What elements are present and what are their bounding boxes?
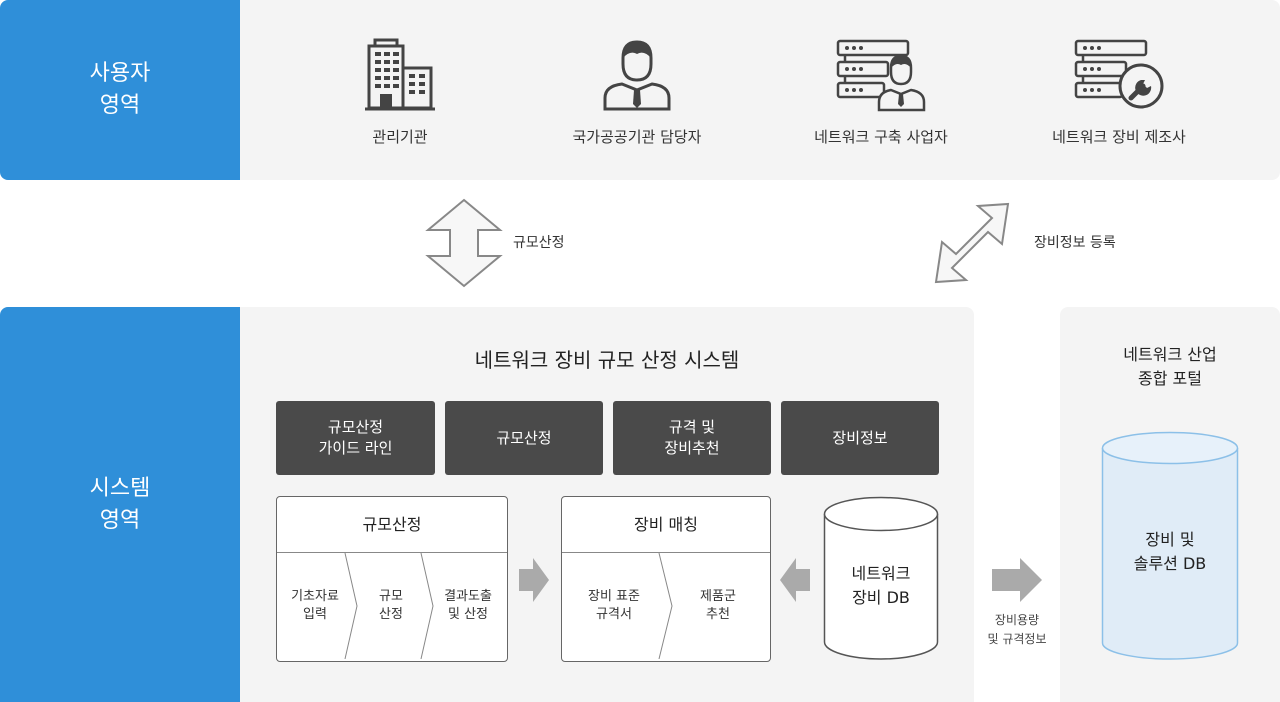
function-sizing-guideline[interactable]: 규모산정 가이드 라인	[276, 401, 435, 475]
equipment-solution-db-cylinder	[1101, 431, 1239, 660]
actor-equipment-maker: 네트워크 장비 제조사	[999, 38, 1239, 147]
sizing-flow-label: 규모산정	[513, 235, 565, 251]
process-step: 결과도출 및 산정	[444, 589, 492, 622]
divider	[562, 552, 770, 553]
arrow-left-icon	[780, 558, 810, 602]
function-spec-recommendation[interactable]: 규격 및 장비추천	[613, 401, 771, 475]
process-sizing: 규모산정 기초자료 입력 규모 산정 결과도출 및 산정	[276, 496, 508, 662]
process-step: 장비 표준 규격서	[588, 589, 640, 622]
actor-name: 관리기관	[372, 128, 428, 146]
server-wrench-icon	[1074, 39, 1164, 109]
building-icon	[365, 38, 435, 111]
network-equipment-db-label: 네트워크 장비 DB	[851, 564, 911, 607]
actor-name: 네트워크 장비 제조사	[1052, 128, 1186, 146]
process-matching: 장비 매칭 장비 표준 규격서 제품군 추천	[561, 496, 771, 662]
process-step: 제품군 추천	[700, 589, 736, 622]
double-arrow-diagonal-icon	[934, 202, 1010, 284]
process-sizing-title: 규모산정	[362, 515, 422, 534]
process-step: 규모 산정	[379, 589, 403, 622]
officer-icon	[603, 40, 671, 111]
actor-agency: 관리기관	[280, 38, 520, 147]
user-zone-label: 사용자 영역	[0, 0, 240, 180]
process-chevron-dividers	[344, 553, 434, 659]
network-equipment-db-cylinder	[823, 496, 939, 660]
portal-title: 네트워크 산업 종합 포털	[1123, 345, 1217, 388]
divider	[277, 552, 507, 553]
process-step: 기초자료 입력	[291, 589, 339, 622]
capacity-spec-flow-label: 장비용량 및 규격정보	[987, 613, 1047, 646]
system-title: 네트워크 장비 규모 산정 시스템	[474, 348, 740, 372]
process-chevron-dividers	[658, 553, 673, 659]
server-operator-icon	[836, 39, 926, 112]
system-zone-label: 시스템 영역	[0, 307, 240, 702]
actor-public-officer: 국가공공기관 담당자	[517, 38, 757, 147]
arrow-right-icon	[519, 558, 549, 602]
actor-network-builder: 네트워크 구축 사업자	[761, 38, 1001, 147]
actor-name: 네트워크 구축 사업자	[814, 128, 948, 146]
arrow-right-icon	[992, 558, 1042, 602]
equipment-solution-db-label: 장비 및 솔루션 DB	[1133, 530, 1207, 573]
process-matching-title: 장비 매칭	[634, 515, 698, 534]
function-sizing[interactable]: 규모산정	[445, 401, 603, 475]
function-equipment-info[interactable]: 장비정보	[781, 401, 939, 475]
equipment-registration-flow-label: 장비정보 등록	[1034, 235, 1116, 251]
double-arrow-vertical-icon	[425, 198, 503, 288]
actor-name: 국가공공기관 담당자	[572, 128, 702, 146]
